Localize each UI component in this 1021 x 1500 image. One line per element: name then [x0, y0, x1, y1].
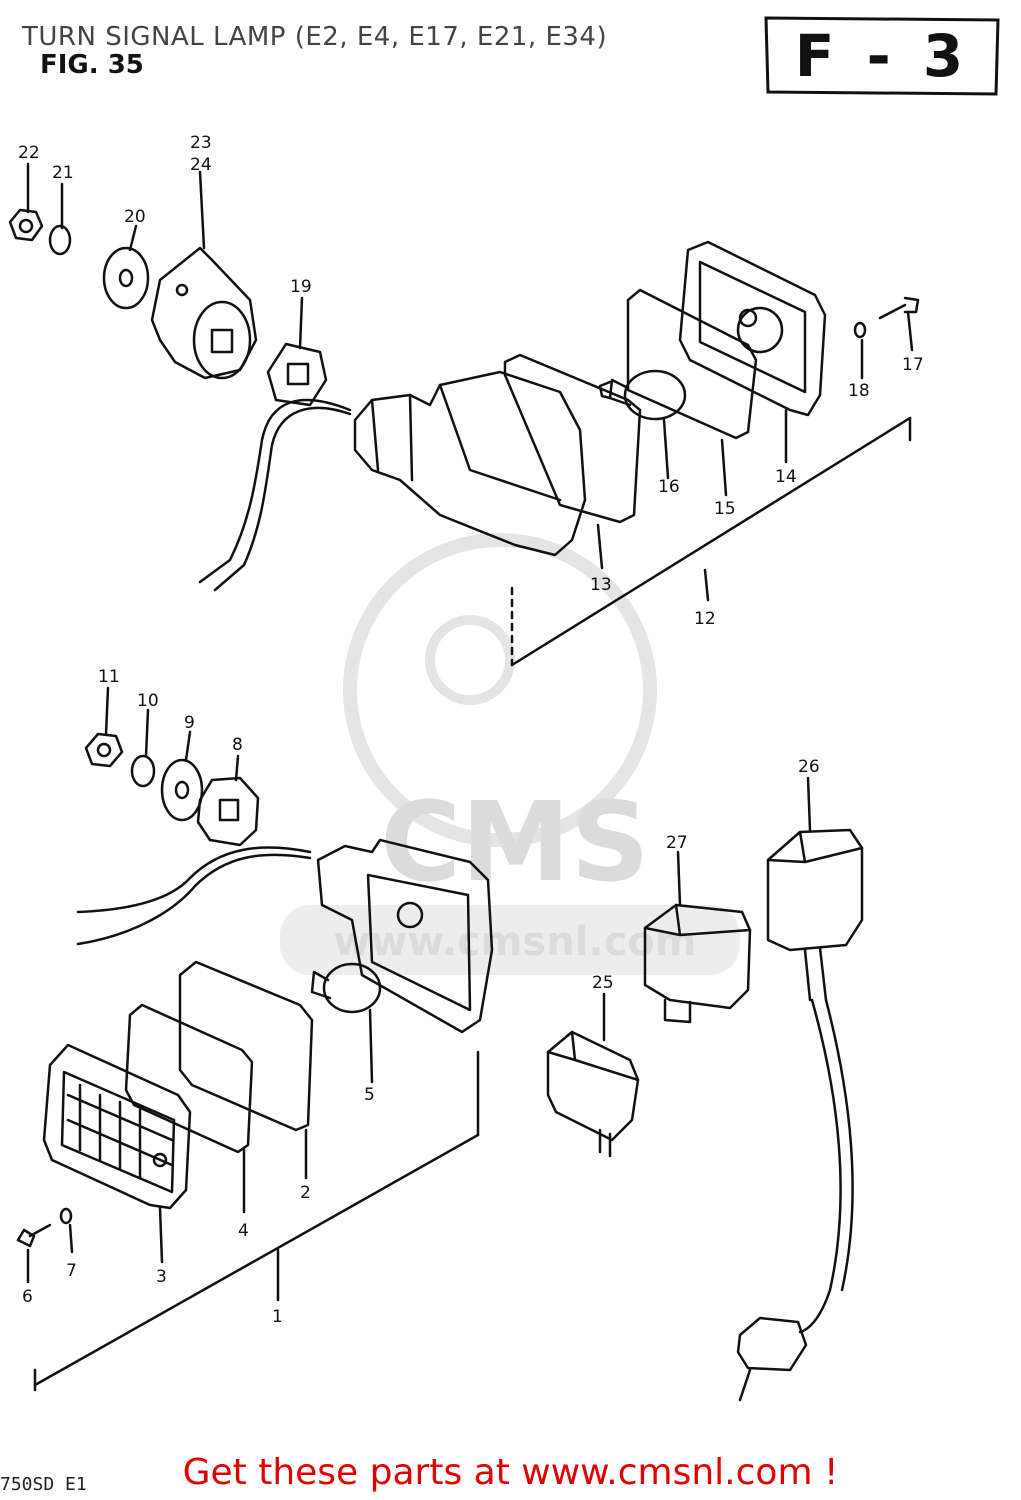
washer-9	[160, 758, 204, 822]
part-label-18: 18	[848, 381, 870, 401]
grommet-8	[196, 776, 260, 847]
screw-6	[16, 1223, 52, 1248]
part-label-4: 4	[238, 1221, 249, 1241]
part-label-16: 16	[658, 477, 680, 497]
part-label-14: 14	[775, 467, 797, 487]
lock-washer-21	[48, 224, 72, 256]
relay-25	[546, 1030, 640, 1158]
part-label-5: 5	[364, 1085, 375, 1105]
gasket-4	[124, 1003, 254, 1154]
part-label-27: 27	[666, 833, 688, 853]
lamp-housing-12	[353, 370, 587, 557]
figure-label: FIG. 35	[40, 50, 144, 80]
watermark: CMS www.cmsnl.com	[280, 533, 740, 975]
part-label-3: 3	[156, 1267, 167, 1287]
watermark-url: www.cmsnl.com	[334, 919, 697, 965]
relay-27	[643, 903, 752, 1024]
upper-lamp-wire	[198, 398, 352, 584]
part-label-21: 21	[52, 163, 74, 183]
lamp-housing-1	[316, 838, 494, 1034]
part-label-12: 12	[694, 609, 716, 629]
gasket-15	[626, 288, 758, 440]
part-label-6: 6	[22, 1287, 33, 1307]
flasher-cable	[798, 998, 842, 1334]
washer-20	[102, 246, 150, 310]
section-code: F - 3	[794, 22, 970, 90]
nut-11	[84, 732, 124, 768]
screw-17	[878, 296, 920, 320]
lower-assembly-leader	[33, 1133, 480, 1387]
part-label-7: 7	[66, 1261, 77, 1281]
nut-22	[8, 208, 44, 242]
section-box-frame	[764, 16, 1000, 96]
section-code-box: F - 3	[762, 14, 1002, 98]
part-label-1: 1	[272, 1307, 283, 1327]
bulb-16	[598, 369, 687, 421]
part-number-labels: 22 21 20 23 24 19 13 12 14 15 16 18 17 1…	[18, 133, 924, 1327]
upper-assembly-leader	[510, 416, 912, 667]
part-label-17: 17	[902, 355, 924, 375]
washer-7	[59, 1207, 73, 1225]
lower-lamp-wire	[76, 846, 312, 914]
lens-14	[678, 240, 827, 417]
diagram-title: TURN SIGNAL LAMP (E2, E4, E17, E21, E34)	[22, 22, 608, 52]
gasket-13	[503, 353, 642, 524]
part-label-25: 25	[592, 973, 614, 993]
footer-cta-link[interactable]: Get these parts at www.cmsnl.com !	[182, 1452, 839, 1493]
gasket-2	[178, 960, 314, 1132]
bulb-5	[310, 962, 382, 1014]
corner-code: 750SD E1	[0, 1474, 87, 1495]
washer-18	[853, 321, 867, 339]
part-label-9: 9	[184, 713, 195, 733]
watermark-brand: CMS	[380, 778, 649, 906]
part-label-19: 19	[290, 277, 312, 297]
part-label-10: 10	[137, 691, 159, 711]
flasher-relay-26	[736, 828, 864, 1402]
grommet-19	[266, 342, 328, 407]
part-label-26: 26	[798, 757, 820, 777]
part-label-24: 24	[190, 155, 212, 175]
part-label-11: 11	[98, 667, 120, 687]
part-label-23: 23	[190, 133, 212, 153]
part-label-15: 15	[714, 499, 736, 519]
bracket-23	[150, 246, 258, 380]
part-label-2: 2	[300, 1183, 311, 1203]
part-label-13: 13	[590, 575, 612, 595]
lens-3	[42, 1043, 192, 1210]
part-label-20: 20	[124, 207, 146, 227]
part-label-22: 22	[18, 143, 40, 163]
lock-washer-10	[130, 754, 156, 788]
part-label-8: 8	[232, 735, 243, 755]
